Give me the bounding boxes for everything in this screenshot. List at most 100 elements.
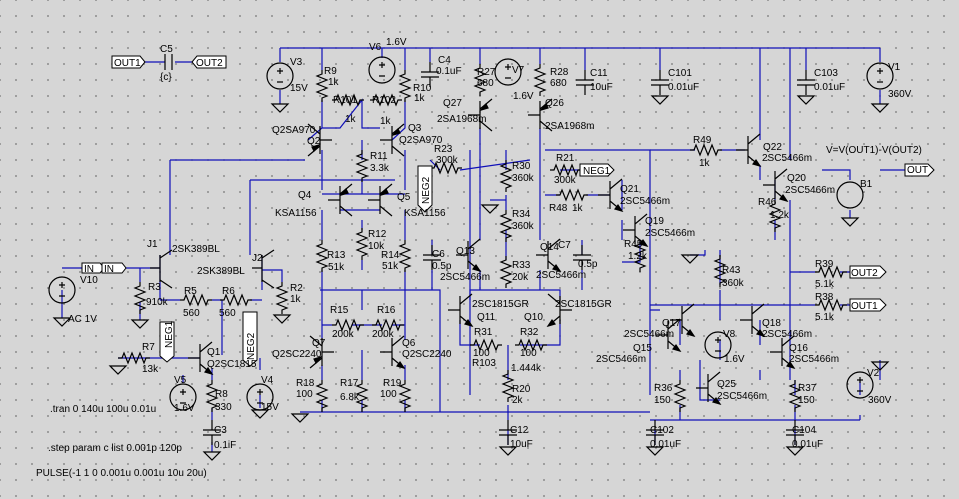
pulse-directive[interactable]: PULSE(-1 1 0 0.001u 0.001u 10u 20u) — [36, 468, 207, 479]
r46-label: R46 — [758, 197, 777, 208]
c12-value: 10uF — [510, 439, 533, 450]
j1-value: 2SK389BL — [172, 244, 220, 255]
r21-value: 300k — [554, 175, 577, 186]
q21-value: 2SC5466m — [620, 196, 670, 207]
r30-value: 360k — [512, 173, 535, 184]
q6-label: Q6 — [402, 338, 416, 349]
r34-value: 360k — [512, 221, 535, 232]
q2-label: Q2 — [307, 136, 321, 147]
r8-value: 330 — [215, 402, 232, 413]
in-flag-2: IN — [104, 264, 114, 275]
r43-label: R43 — [722, 265, 741, 276]
q1-label: Q1 — [207, 347, 221, 358]
tran-directive[interactable]: .tran 0 140u 100u 0.01u — [50, 404, 156, 415]
out1-left-flag: OUT1 — [114, 58, 141, 69]
c103-value: 0.01uF — [814, 82, 845, 93]
r12-value: 10k — [368, 241, 385, 252]
r23-label: R23 — [434, 144, 453, 155]
v3-label: V3 — [290, 57, 303, 68]
v4-label: V4 — [261, 375, 274, 386]
j2-label: J2 — [252, 253, 263, 264]
r7-label: R7 — [142, 342, 155, 353]
j2-value: 2SK389BL — [197, 266, 245, 277]
q26-label: Q26 — [545, 98, 564, 109]
out2-flag: OUT2 — [851, 268, 878, 279]
r38-label: R38 — [815, 292, 834, 303]
r11-value: 3.3k — [370, 163, 390, 174]
r14-label: R14 — [381, 250, 400, 261]
q17-value: 2SC5466m — [624, 329, 674, 340]
q10-value: 2SC1815GR — [555, 299, 612, 310]
q7-label: Q7 — [312, 338, 326, 349]
r20-value: 2k — [512, 395, 524, 406]
out2-left-flag: OUT2 — [196, 58, 223, 69]
r30-label: R30 — [512, 161, 531, 172]
spice-directives[interactable]: .tran 0 140u 100u 0.01u .step param c li… — [36, 404, 207, 479]
r36-label: R36 — [654, 383, 673, 394]
q17-label: Q17 — [662, 318, 681, 329]
r32-value: 100 — [520, 348, 537, 359]
r33-label: R33 — [512, 260, 531, 271]
q10-label: Q10 — [524, 312, 543, 323]
r10-label: R10 — [413, 83, 432, 94]
r3-label: R3 — [148, 282, 161, 293]
r21-label: R21 — [556, 153, 575, 164]
v8-label: V8 — [723, 329, 736, 340]
v2-label: V2 — [867, 368, 880, 379]
r38-value: 5.1k — [815, 312, 835, 323]
r12-label: R12 — [368, 229, 387, 240]
q3-label: Q3 — [408, 123, 422, 134]
step-directive[interactable]: .step param c list 0.001p 120p — [48, 443, 182, 454]
b1-label: B1 — [860, 179, 873, 190]
q13-label: Q13 — [456, 246, 475, 257]
v7-label: V7 — [512, 65, 525, 76]
q5-value: KSA1156 — [404, 208, 446, 219]
r27-value: 680 — [477, 78, 494, 89]
c101-label: C101 — [668, 68, 692, 79]
neg2-flag: NEG2 — [421, 176, 432, 204]
r14-value: 51k — [382, 261, 399, 272]
r28-label: R28 — [550, 67, 569, 78]
r37-label: R37 — [798, 383, 817, 394]
c103-label: C103 — [814, 68, 838, 79]
c102-label: C102 — [650, 425, 674, 436]
v1-label: V1 — [888, 62, 901, 73]
v6-value: 1.6V — [386, 37, 407, 48]
r31-label: R31 — [474, 327, 493, 338]
r32-label: R32 — [520, 327, 539, 338]
r34-label: R34 — [512, 209, 531, 220]
q4-value: KSA1156 — [275, 208, 317, 219]
r28-value: 680 — [550, 78, 567, 89]
r23-value: 300k — [436, 155, 459, 166]
wires — [61, 47, 905, 452]
r6-value: 560 — [219, 308, 236, 319]
r31-value: 100 — [473, 348, 490, 359]
q27-label: Q27 — [443, 98, 462, 109]
r49-value: 1k — [699, 158, 711, 169]
r102-label: R102 — [372, 95, 396, 106]
r9-value: 1k — [328, 77, 340, 88]
out1-flag: OUT1 — [851, 301, 878, 312]
r43-value: 360k — [722, 278, 745, 289]
c6-value: 0.5p — [432, 261, 452, 272]
v8-value: 1.6V — [724, 354, 745, 365]
r36-value: 150 — [654, 395, 671, 406]
q21-label: Q21 — [620, 184, 639, 195]
c104-label: C104 — [792, 425, 816, 436]
c11-value: 10uF — [590, 82, 613, 93]
c7-value: 0.5p — [578, 259, 598, 270]
r13-value: 51k — [328, 262, 345, 273]
c101-value: 0.01uF — [668, 82, 699, 93]
q25-value: 2SC5466m — [717, 391, 767, 402]
q16-value: 2SC5466m — [789, 354, 839, 365]
r17-value: 6.8k — [340, 392, 360, 403]
c4-value: 0.1uF — [436, 66, 462, 77]
r46-value: 1.2k — [770, 210, 790, 221]
q18-value: 2SC5466m — [762, 329, 812, 340]
q18-label: Q18 — [762, 318, 781, 329]
q26-value: 2SA1968m — [545, 121, 594, 132]
c102-value: 0.01uF — [650, 439, 681, 450]
neg1-left-flag: NEG1 — [164, 320, 175, 348]
